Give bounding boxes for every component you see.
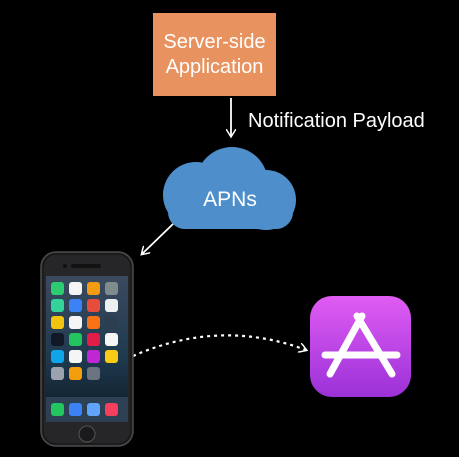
server-label-line1: Server-side	[163, 30, 266, 53]
server-side-application-box: Server-side Application	[153, 13, 276, 96]
notification-payload-label: Notification Payload	[248, 110, 425, 132]
arrow-apns-to-device	[142, 223, 174, 254]
apns-cloud-icon	[163, 147, 296, 230]
app-store-icon	[310, 296, 411, 397]
arrow-device-to-appstore	[132, 334, 306, 358]
iphone-icon	[40, 251, 134, 447]
server-label-line2: Application	[165, 55, 264, 78]
apns-label: APNs	[203, 188, 257, 211]
